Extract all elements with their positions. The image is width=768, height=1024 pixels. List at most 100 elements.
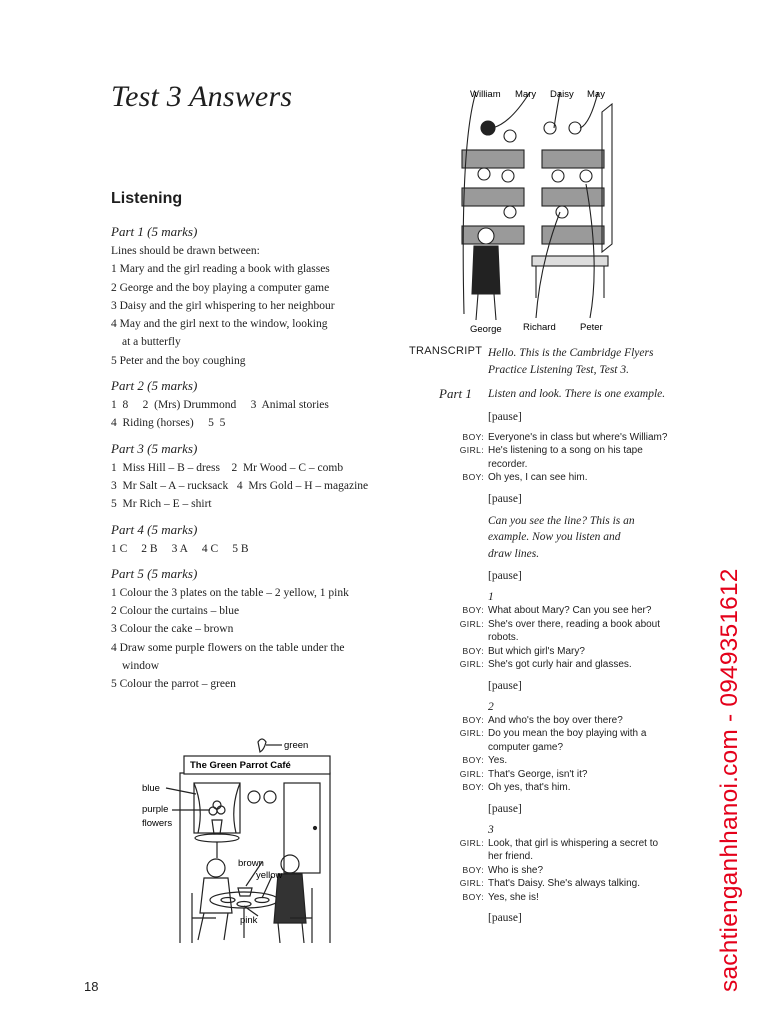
speaker-label: Boy: [462,431,484,442]
dialogue-q2: Boy:And who's the boy over there?Girl: Do… [460,714,708,795]
transcript-part-label: Part 1 [439,386,472,401]
question-number: 2 [488,700,494,713]
section-heading: Listening [111,190,183,207]
desk [541,149,605,169]
part4-answer: 5 B [232,542,249,555]
part3-line: 5 Mr Rich – E – shirt [111,498,212,511]
speaker-label: Boy: [462,864,484,875]
dialogue-line: Boy:Oh yes, I can see him. [463,471,708,485]
dialogue-line: robots. [488,631,708,645]
part3-heading: Part 3 (5 marks) [111,440,198,456]
label-blue: blue [142,783,160,794]
label-pink: pink [240,915,258,926]
dialogue-line: her friend. [488,850,708,864]
name-label: Richard [523,322,556,333]
dialogue-q3: Girl:Look, that girl is whispering a sec… [460,837,708,905]
dialogue-line: Boy:Oh yes, that's him. [463,781,708,795]
dialogue-text: What about Mary? Can you see her? [488,605,652,616]
classroom-illustration: William Mary Daisy May George Richard Pe… [461,89,613,335]
speaker-label: Girl: [459,728,484,738]
dialogue-text: He's listening to a song on his tape [488,445,643,456]
question-number: 1 [488,591,494,603]
dialogue-line: Boy:But which girl's Mary? [463,645,708,659]
part1-item: 2 George and the boy playing a computer … [111,281,330,294]
pause-marker: [pause] [488,679,522,692]
part4-answer: 2 B [141,542,158,555]
part2-heading: Part 2 (5 marks) [111,378,198,394]
label-brown: brown [238,858,264,869]
speaker-label: Boy: [462,605,484,615]
part5-item: 3 Colour the cake – brown [111,623,234,636]
part1-item: 1 Mary and the girl reading a book with … [111,263,330,276]
transcript-intro: Practice Listening Test, Test 3. [488,363,629,376]
part5-heading: Part 5 (5 marks) [111,565,198,581]
dialogue-line: Boy:Who is she? [463,864,708,878]
dialogue-line: Girl:Look, that girl is whispering a sec… [460,837,708,851]
dialogue-text: recorder. [488,458,528,470]
vase [211,819,223,835]
part1-heading: Part 1 (5 marks) [111,224,198,239]
desk [541,225,605,245]
transcript-label: TRANSCRIPT [409,345,483,357]
dialogue-line: Girl:She's over there, reading a book ab… [460,618,708,632]
dialogue-q1: Boy: What about Mary? Can you see her? Gir… [460,604,708,672]
name-label: Mary [515,89,536,100]
name-label: May [587,89,605,100]
speaker-label: Girl: [459,659,484,669]
dialogue-line: Boy:And who's the boy over there? [463,714,708,728]
pause-marker: [pause] [488,802,522,815]
dialogue-text: That's Daisy. She's always talking. [488,878,641,889]
dialogue-text: Oh yes, that's him. [488,782,571,793]
question-number: 3 [488,823,494,836]
transcript-column: Hello. This is the Cambridge Flyers Prac… [460,345,708,932]
speaker-label: Girl: [459,878,484,888]
cafe-sign-board [183,755,331,775]
page-title: Test 3 Answers [111,80,293,113]
transcript-instruction: Listen and look. There is one example. [488,388,666,400]
dialogue-line: recorder. [488,458,708,472]
round-window [263,790,277,804]
cafe-window [193,782,241,834]
name-label: Daisy [550,89,574,100]
dialogue-line: computer game? [488,741,708,755]
dialogue-line: Boy:Yes, she is! [463,891,708,905]
dialogue-text: She's got curly hair and glasses. [488,659,632,670]
part2-line: 4 Riding (horses) 5 5 [111,417,226,430]
speaker-label: Boy: [462,472,484,482]
dialogue-line: Girl:He's listening to a song on his tap… [460,444,708,458]
cake [237,887,253,897]
part3-line: 1 Miss Hill – B – dress 2 Mr Wood – C – … [111,461,344,474]
label-flowers: flowers [142,818,172,829]
dialogue-text: computer game? [488,741,564,753]
speaker-label: Boy: [462,645,484,656]
dialogue-text: Yes, she is! [488,891,539,903]
speaker-label: Girl: [459,837,484,848]
dialogue-text: Everyone's in class but where's William? [488,431,668,443]
dialogue-line: Girl: She's got curly hair and glasses. [460,658,708,672]
label-green: green [284,740,308,751]
label-purple: purple [142,804,168,815]
pause-marker: [pause] [488,492,522,505]
part4-answer: 4 C [201,542,219,555]
speaker-label: Girl: [459,618,484,629]
answers-column: Part 1 (5 marks) Lines should be drawn b… [111,218,401,694]
pause-marker: [pause] [488,570,522,582]
part2-line: 1 8 2 (Mrs) Drummond 3 Animal stories [111,399,329,412]
dialogue-line: Girl: Do you mean the boy playing with a [460,727,708,741]
dialogue-text: robots. [488,632,519,643]
cafe-curtains [193,782,241,834]
dialogue-line: Boy: Everyone's in class but where's Will… [463,431,708,445]
speaker-label: Boy: [462,714,484,725]
speaker-label: Boy: [462,755,484,765]
part5-item: 1 Colour the 3 plates on the table – 2 y… [111,586,349,599]
main-table [209,891,279,909]
pause-marker: [pause] [488,912,522,924]
part1-intro: Lines should be drawn between: [111,245,260,257]
part4-answer: 3 A [171,542,188,555]
name-label: George [470,324,502,335]
round-window [247,790,261,804]
cafe-sign-text: The Green Parrot Café [190,760,291,771]
cafe-illustration: The Green Parrot Café green blue purple … [142,738,331,944]
dialogue-text: Do you mean the boy playing with a [488,728,647,739]
part5-item: 2 Colour the curtains – blue [111,605,240,618]
